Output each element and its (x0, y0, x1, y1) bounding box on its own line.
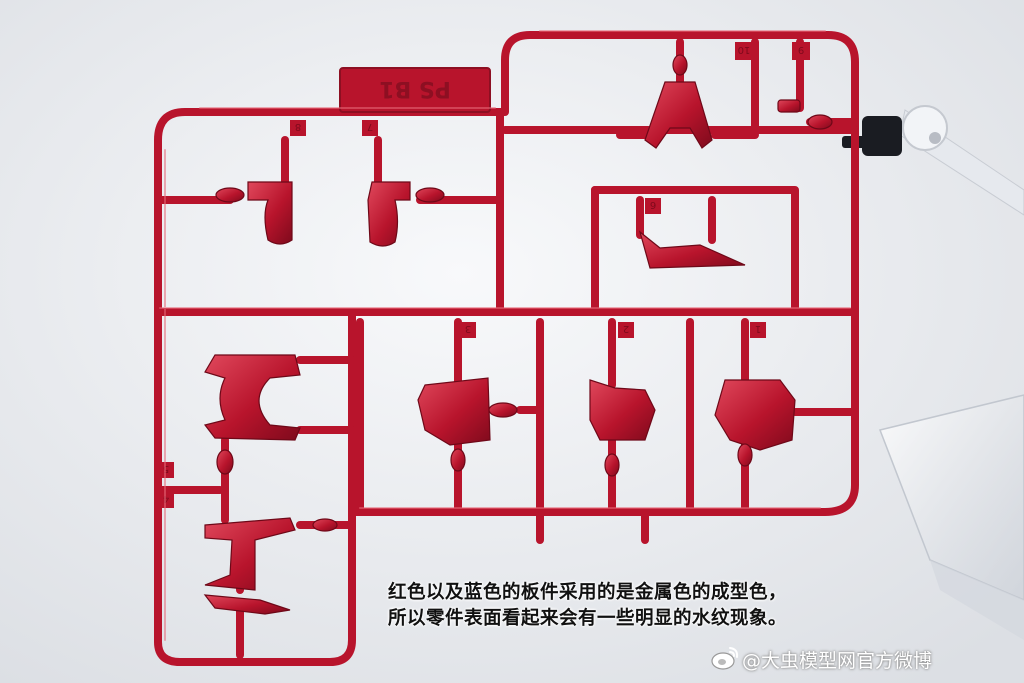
part-number: 10 (738, 44, 751, 55)
part-3 (417, 377, 491, 446)
part-number: 7 (367, 121, 373, 132)
part-4-lower (203, 594, 291, 615)
part-8 (247, 181, 293, 245)
caption-line-2: 所以零件表面看起来会有一些明显的水纹现象。 (388, 608, 788, 629)
part-number: 6 (650, 199, 656, 210)
part-number: 8 (295, 121, 301, 132)
display-stand (842, 105, 1024, 640)
part-number: 2 (623, 323, 629, 334)
runner-highlights (159, 30, 851, 641)
weibo-logo-icon (711, 647, 739, 670)
part-7 (367, 181, 411, 247)
part-5-upper (203, 354, 301, 441)
watermark-text: @大虫模型网官方微博 (742, 650, 933, 672)
part-number: 9 (798, 44, 804, 55)
part-6 (638, 230, 746, 269)
part-2 (589, 379, 656, 441)
runner-tag-text: PS B1 (379, 76, 451, 101)
runner-tag: PS B1 (339, 67, 491, 113)
kit-parts (203, 54, 833, 615)
caption-line-1: 红色以及蓝色的板件采用的是金属色的成型色， (388, 582, 788, 603)
part-4-upper (204, 517, 296, 591)
part-number: 3 (465, 323, 471, 334)
part-number: 1 (755, 323, 761, 334)
part-9-bit (777, 99, 801, 113)
part-10 (644, 81, 713, 149)
part-1 (714, 379, 796, 451)
